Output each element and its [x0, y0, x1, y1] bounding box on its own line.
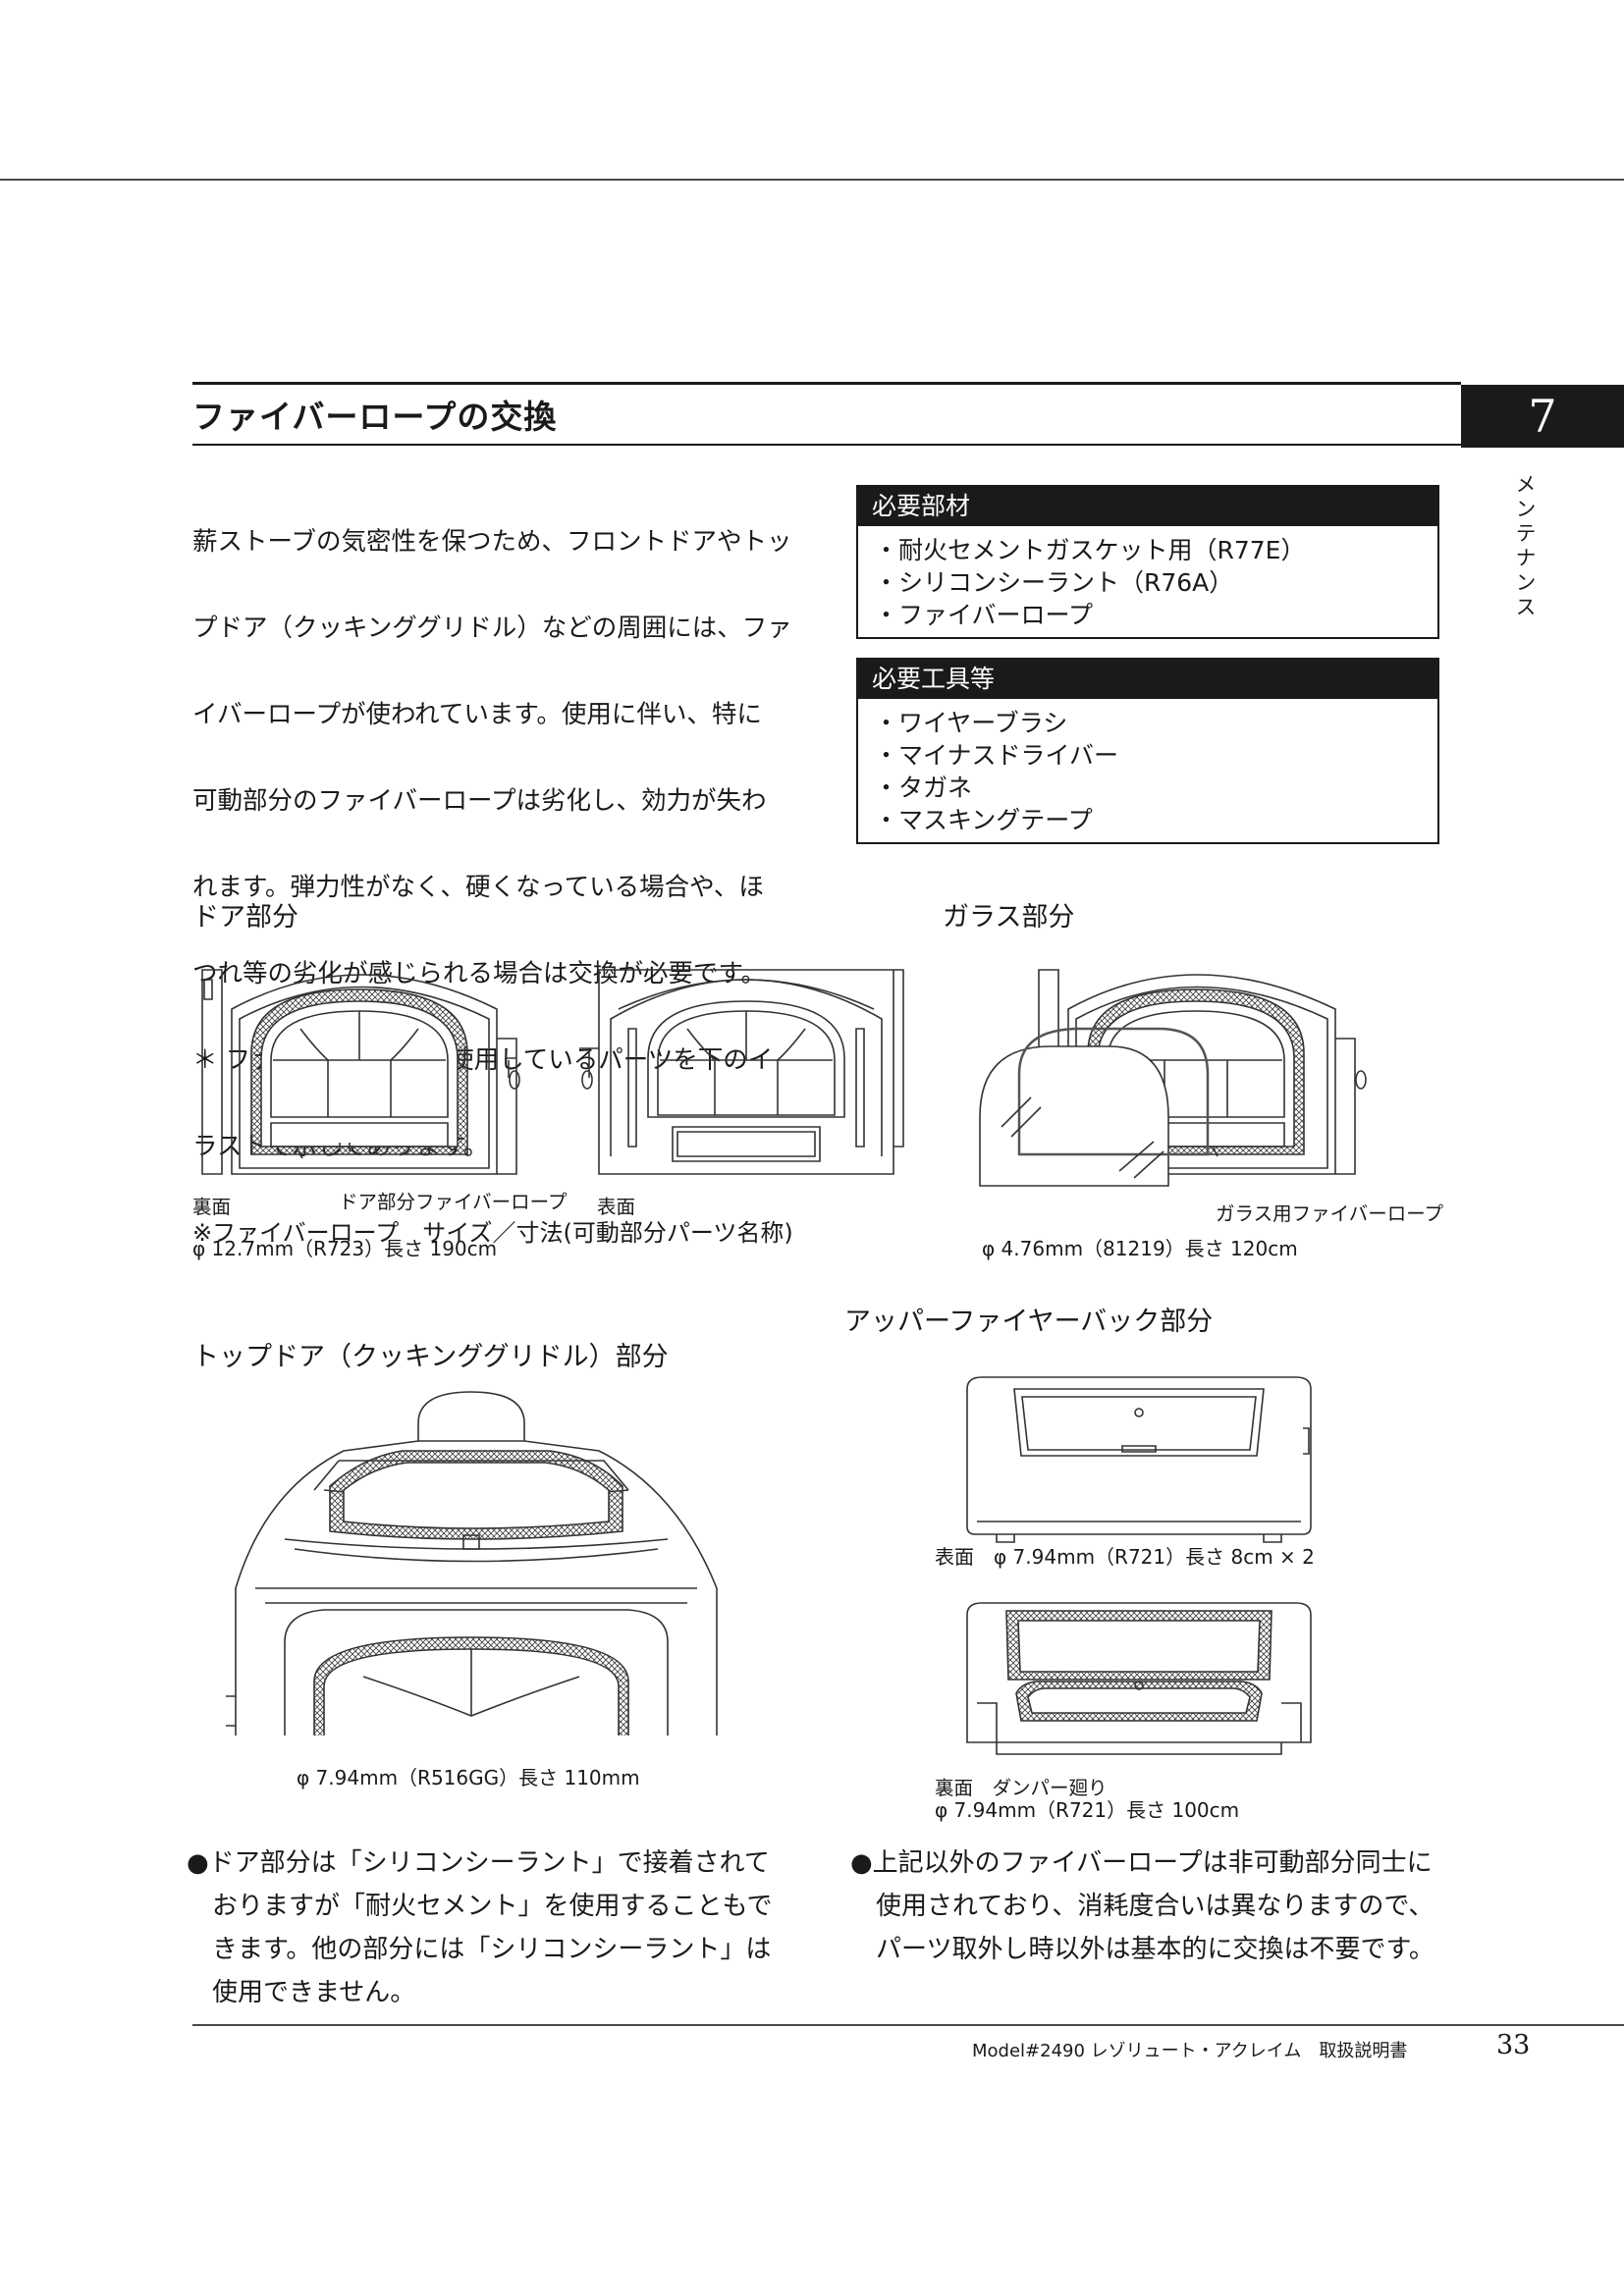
intro-line: イバーロープが使われています。使用に伴い、特に	[192, 700, 762, 729]
section-title-underline	[192, 444, 1461, 446]
intro-text: 薪ストーブの気密性を保つため、フロントドアやトッ プドア（クッキンググリドル）な…	[192, 477, 801, 1298]
top-door-section-heading: トップドア（クッキンググリドル）部分	[192, 1342, 669, 1372]
materials-item: ・シリコンシーラント（R76A）	[874, 568, 1234, 597]
chapter-number: 7	[1461, 385, 1624, 448]
tools-item: ・タガネ	[874, 774, 973, 802]
door-back-label: 裏面	[192, 1196, 232, 1218]
top-rule	[0, 179, 1624, 181]
footer-model: Model#2490 レゾリュート・アクレイム 取扱説明書	[972, 2041, 1408, 2061]
glass-rope-label: ガラス用ファイバーロープ	[1216, 1202, 1444, 1225]
intro-line: つれ等の劣化が感じられる場合は交換が必要です。	[192, 959, 766, 988]
tools-item: ・マスキングテープ	[874, 806, 1093, 834]
materials-box: 必要部材 ・耐火セメントガスケット用（R77E） ・シリコンシーラント（R76A…	[856, 485, 1439, 639]
intro-line: 薪ストーブの気密性を保つため、フロントドアやトッ	[192, 527, 792, 557]
door-front-illustration	[579, 950, 913, 1186]
materials-item: ・耐火セメントガスケット用（R77E）	[874, 536, 1306, 564]
materials-item: ・ファイバーロープ	[874, 601, 1094, 629]
tools-item: ・ワイヤーブラシ	[874, 709, 1068, 737]
fireback-back-label: 裏面 ダンパー廻り	[935, 1777, 1108, 1799]
materials-box-title: 必要部材	[858, 487, 1437, 526]
tools-box-title: 必要工具等	[858, 660, 1437, 699]
door-rope-label: ドア部分ファイバーロープ	[339, 1191, 568, 1213]
footer-rule	[192, 2024, 1624, 2026]
intro-line: プドア（クッキンググリドル）などの周囲には、ファ	[192, 614, 792, 643]
tools-box: 必要工具等 ・ワイヤーブラシ ・マイナスドライバー ・タガネ ・マスキングテープ	[856, 658, 1439, 844]
section-title: ファイバーロープの交換	[192, 398, 558, 436]
door-spec: φ 12.7mm（R723）長さ 190cm	[192, 1237, 498, 1260]
door-front-label: 表面	[597, 1196, 636, 1218]
intro-line: れます。弾力性がなく、硬くなっている場合や、ほ	[192, 873, 764, 902]
tools-item: ・マイナスドライバー	[874, 741, 1119, 770]
fireback-front-spec: 表面 φ 7.94mm（R721）長さ 8cm × 2	[935, 1545, 1315, 1569]
fireback-back-illustration	[957, 1595, 1321, 1762]
note-left: ●ドア部分は「シリコンシーラント」で接着されて おりますが「耐火セメント」を使用…	[187, 1848, 773, 2007]
top-door-spec: φ 7.94mm（R516GG）長さ 110mm	[297, 1766, 640, 1789]
glass-spec: φ 4.76mm（81219）長さ 120cm	[982, 1237, 1298, 1260]
door-back-illustration	[192, 950, 526, 1186]
glass-section-heading: ガラス部分	[943, 902, 1075, 933]
glass-illustration	[972, 950, 1384, 1205]
note-right: ●上記以外のファイバーロープは非可動部分同士に 使用されており、消耗度合いは異な…	[850, 1848, 1435, 1964]
top-door-illustration	[226, 1392, 727, 1735]
door-section-heading: ドア部分	[192, 902, 298, 933]
page-number: 33	[1496, 2030, 1531, 2060]
upper-fireback-heading: アッパーファイヤーバック部分	[844, 1307, 1214, 1337]
intro-line: 可動部分のファイバーロープは劣化し、効力が失わ	[192, 786, 767, 816]
section-title-rule	[192, 382, 1461, 385]
fireback-front-illustration	[957, 1369, 1321, 1546]
chapter-label: メンテナンス	[1513, 473, 1537, 620]
intro-line: ※ファイバーロープ サイズ／寸法(可動部分パーツ名称)	[192, 1219, 793, 1247]
fireback-back-spec: φ 7.94mm（R721）長さ 100cm	[935, 1798, 1240, 1822]
